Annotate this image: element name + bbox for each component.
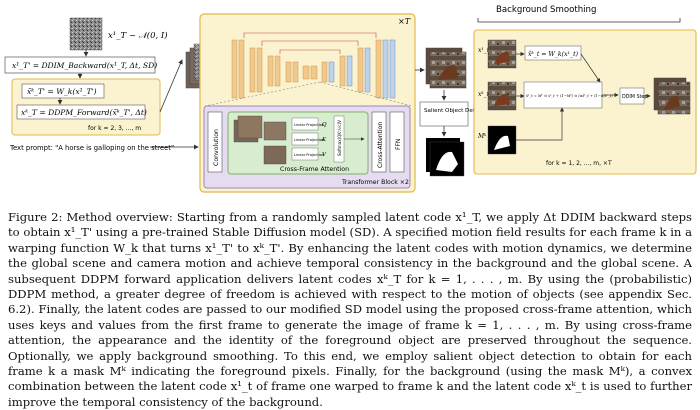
convolution-label: Convolution	[213, 129, 220, 166]
method-overview-figure: x¹_T ~ 𝒩(0, I) x¹_T' = DDIM_Backward(x¹_…	[4, 5, 697, 193]
cross-frame-attention-block: Linear Projection Linear Projection Line…	[227, 111, 369, 175]
unet-skip-connections	[243, 32, 377, 54]
xkt-label: xᵏ_t	[478, 91, 490, 98]
output-horse-stack	[425, 47, 467, 89]
noise-distribution-label: x¹_T ~ 𝒩(0, I)	[108, 30, 168, 41]
ffn-label: FFN	[395, 139, 402, 150]
k-label: K	[321, 137, 327, 143]
unet-decoder	[321, 39, 396, 99]
ddim-backward-box: x¹_T' = DDIM_Backward(x¹_T, Δt, SD)	[4, 56, 157, 74]
cross-attention-label: Cross-Attention	[377, 122, 384, 168]
ddpm-forward-formula: xᵏ_T = DDPM_Forward(x̃ᵏ_T', Δt)	[21, 108, 147, 117]
x1t-label: x¹_t	[478, 47, 490, 54]
linear-projection-v: Linear Projection	[294, 153, 324, 157]
mask-stack	[426, 138, 465, 177]
cross-frame-attention-label: Cross-Frame Attention	[280, 166, 349, 173]
background-smoothing-title: Background Smoothing	[496, 5, 596, 15]
linear-projection-k: Linear Projection	[294, 138, 324, 142]
linear-projection-q: Linear Projection	[294, 123, 324, 127]
v-label: V	[322, 152, 327, 158]
for-k-right-label: for k = 1, 2, ..., m, ×T	[546, 160, 612, 167]
unet-panel: ×T	[199, 13, 416, 193]
times-T-top: ×T	[398, 17, 411, 26]
combination-formula: x̄ᵏ_t = Mᵏ ⊙ xᵏ_t + (1−Mᵏ) ⊙ (αx̂ᵏ_t + (…	[526, 94, 613, 98]
warp-formula-left: x̃ᵏ_T' = W_k(x¹_T')	[27, 87, 97, 96]
salient-detector-label: Salient Object Detector	[424, 108, 490, 114]
noise-image-stack	[69, 17, 103, 51]
transformer-block-label: Transformer Block ×2	[341, 179, 409, 186]
unet-encoder	[231, 39, 318, 99]
background-smoothing-panel: x¹_t x̂ᵏ_t = W_k(x¹_t) xᵏ_t x̄ᵏ_t = Mᵏ ⊙…	[473, 29, 697, 175]
ddim-step-label: DDIM Step	[622, 94, 647, 100]
q-label: Q	[322, 122, 327, 128]
mk-label: Mᵏ	[477, 133, 487, 140]
smoothed-output-stack	[653, 77, 691, 115]
salient-object-detector: Salient Object Detector	[419, 101, 490, 127]
per-frame-yellow-box: x̃ᵏ_T' = W_k(x¹_T') xᵏ_T = DDPM_Forward(…	[11, 78, 161, 136]
softmax-label: Softmax(QKᵀ/√c)V	[337, 120, 342, 156]
caption-text: Figure 2: Method overview: Starting from…	[8, 210, 692, 409]
text-prompt-label: Text prompt: "A horse is galloping on th…	[9, 144, 174, 152]
transformer-block: Transformer Block ×2 Convolution Linear …	[203, 105, 411, 189]
figure-caption: Figure 2: Method overview: Starting from…	[8, 210, 692, 410]
ddim-backward-formula: x¹_T' = DDIM_Backward(x¹_T, Δt, SD)	[12, 61, 157, 70]
for-k-left-label: for k = 2, 3, ..., m	[88, 125, 141, 132]
warp-formula-right: x̂ᵏ_t = W_k(x¹_t)	[528, 51, 579, 58]
